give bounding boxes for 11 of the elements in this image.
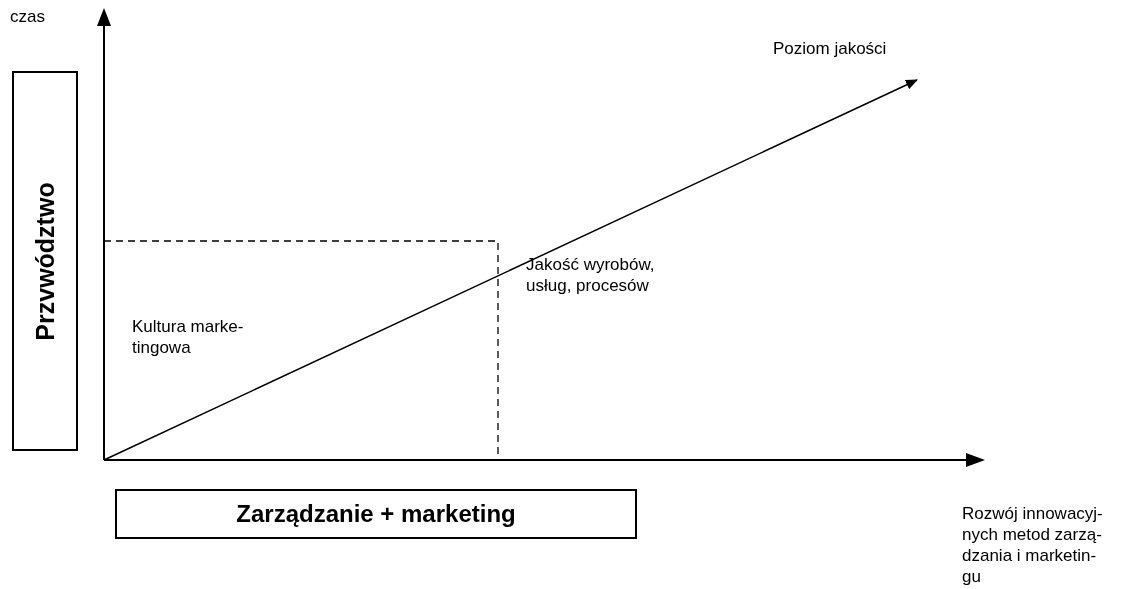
text-label: czas: [10, 6, 46, 27]
text-label: Rozwój innowacyj- nych metod zarzą- dzania i marketin- gu: [962, 503, 1104, 587]
y-axis: [97, 8, 111, 461]
box-label: Przvwództwo: [30, 181, 60, 341]
axis-label: Poziom jakości: [773, 38, 887, 59]
box-label: Zarządzanie + marketing: [236, 500, 516, 528]
arrow: [103, 79, 918, 461]
label-box: [12, 71, 78, 451]
text-label: Kultura marke- tingowa: [132, 316, 245, 358]
label-box: [115, 489, 637, 539]
text-label: Jakość wyrobów, usług, procesów: [526, 254, 656, 296]
